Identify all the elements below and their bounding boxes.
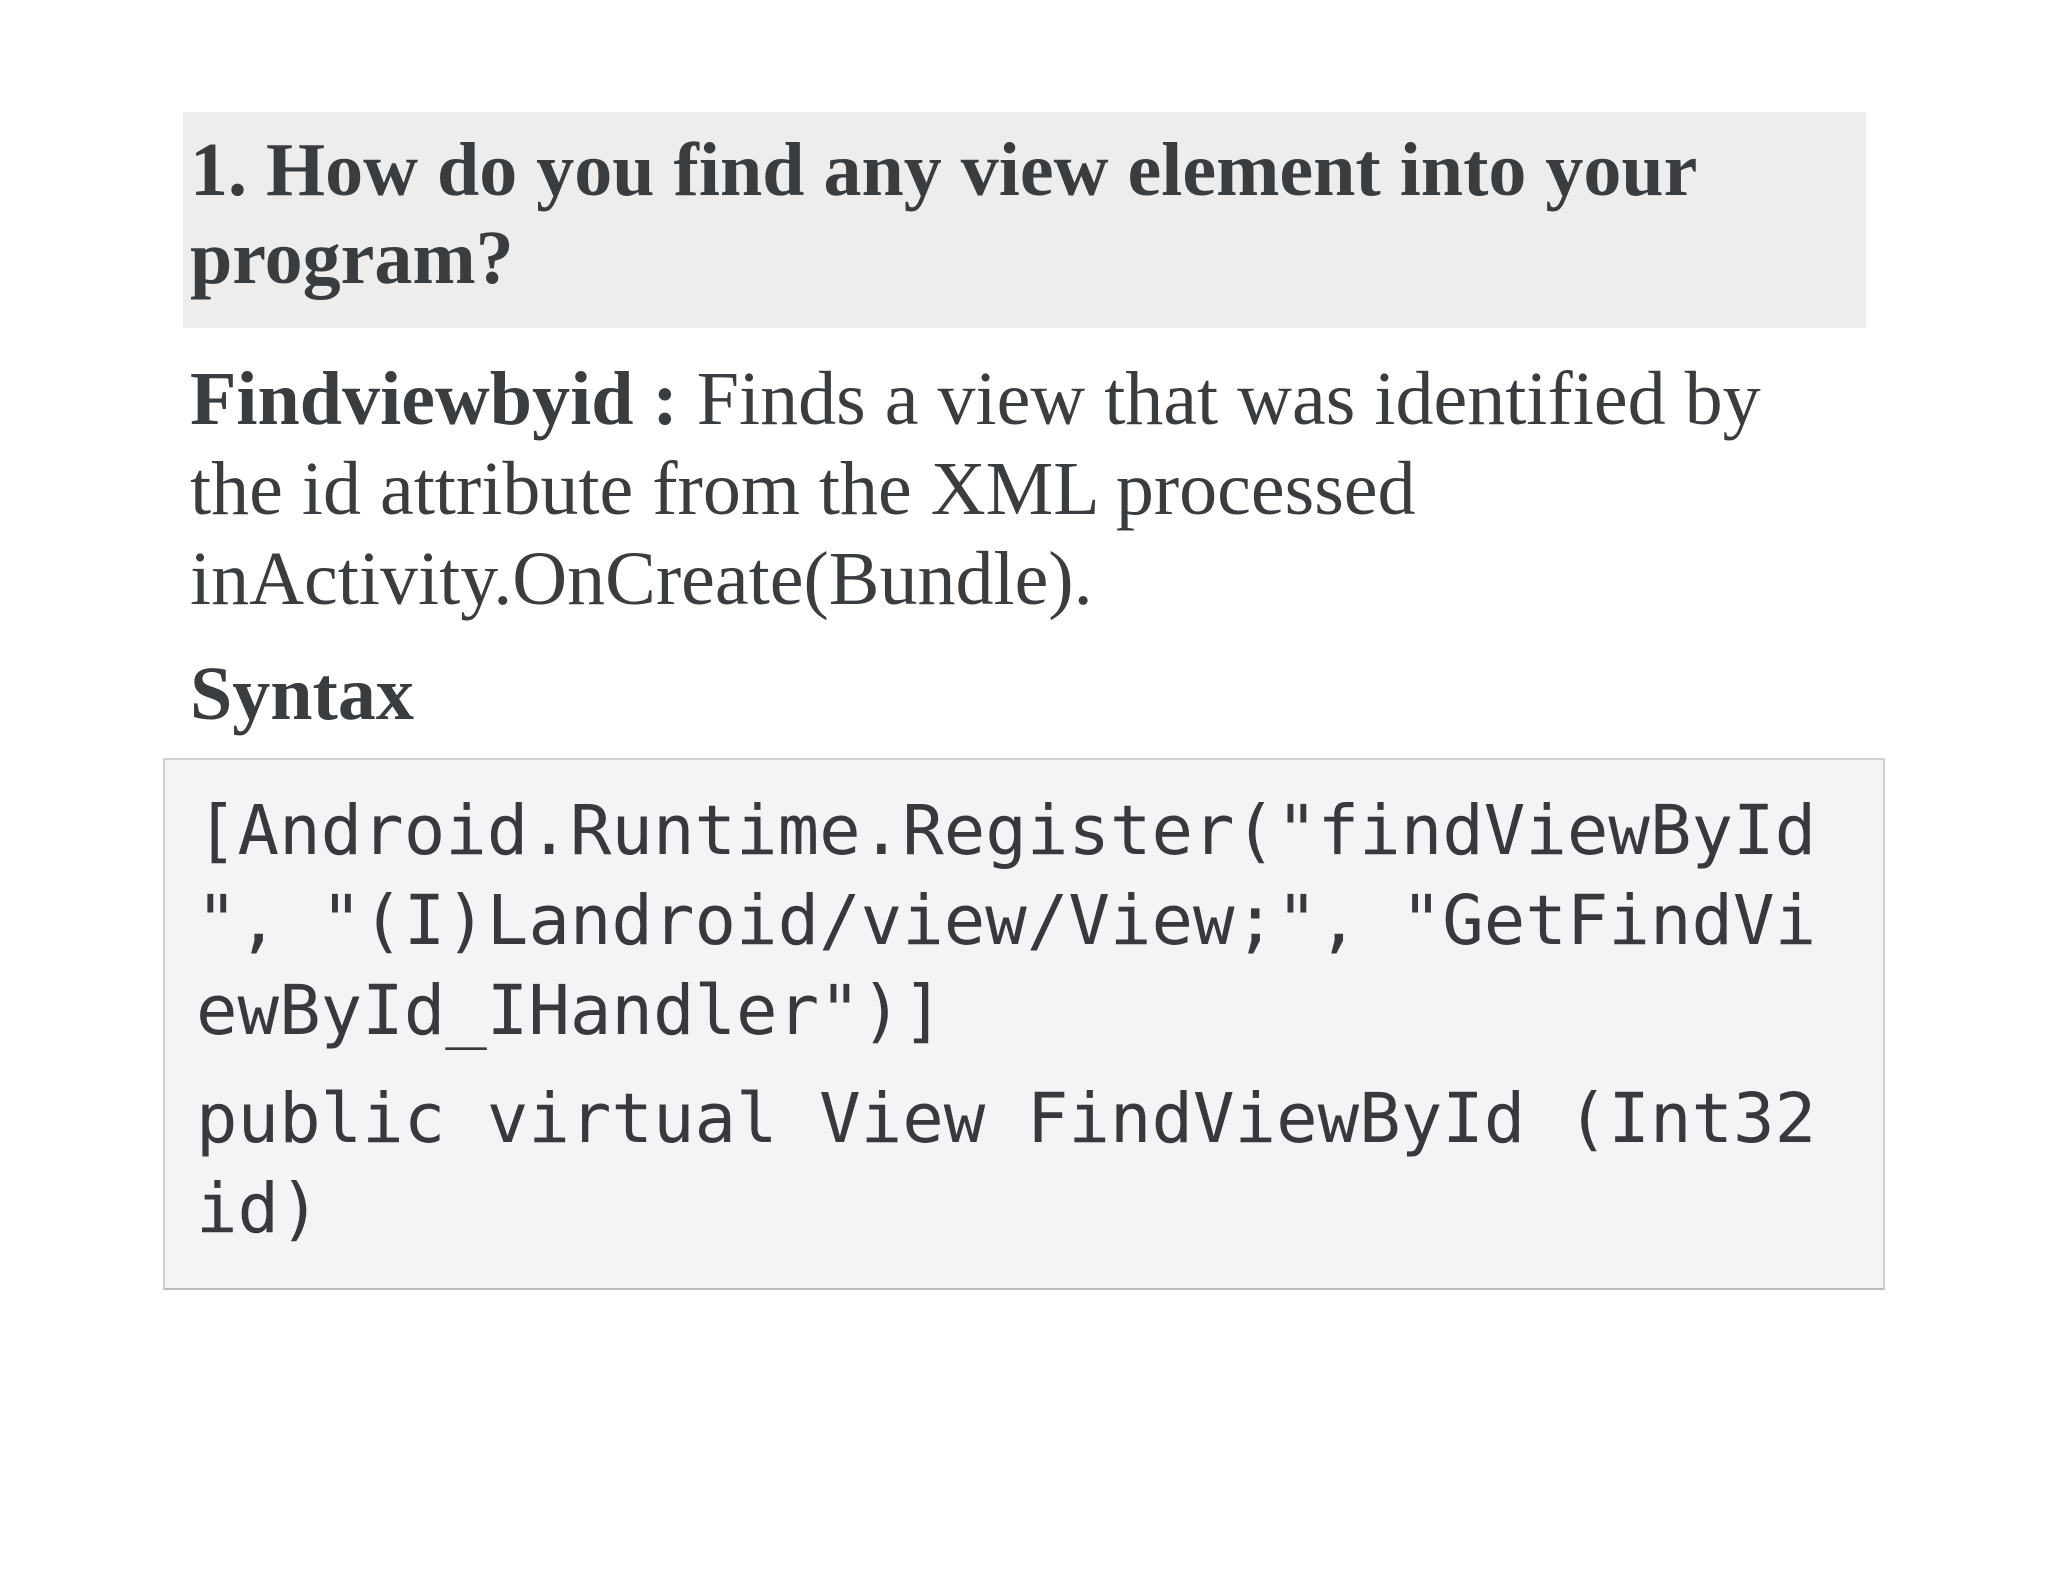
- description-paragraph: Findviewbyid : Finds a view that was ide…: [190, 354, 1885, 624]
- code-block: [Android.Runtime.Register("findViewById …: [163, 758, 1885, 1290]
- code-statement-register-attribute: [Android.Runtime.Register("findViewById …: [196, 791, 1817, 1051]
- question-heading: 1. How do you find any view element into…: [183, 112, 1866, 328]
- document-page: 1. How do you find any view element into…: [163, 112, 1885, 1290]
- code-statement-method-signature: public virtual View FindViewById (Int32 …: [196, 1079, 1817, 1249]
- description-text: Finds a view that was identified by the …: [190, 357, 1761, 621]
- syntax-label: Syntax: [190, 652, 414, 736]
- description-term: Findviewbyid :: [190, 357, 678, 441]
